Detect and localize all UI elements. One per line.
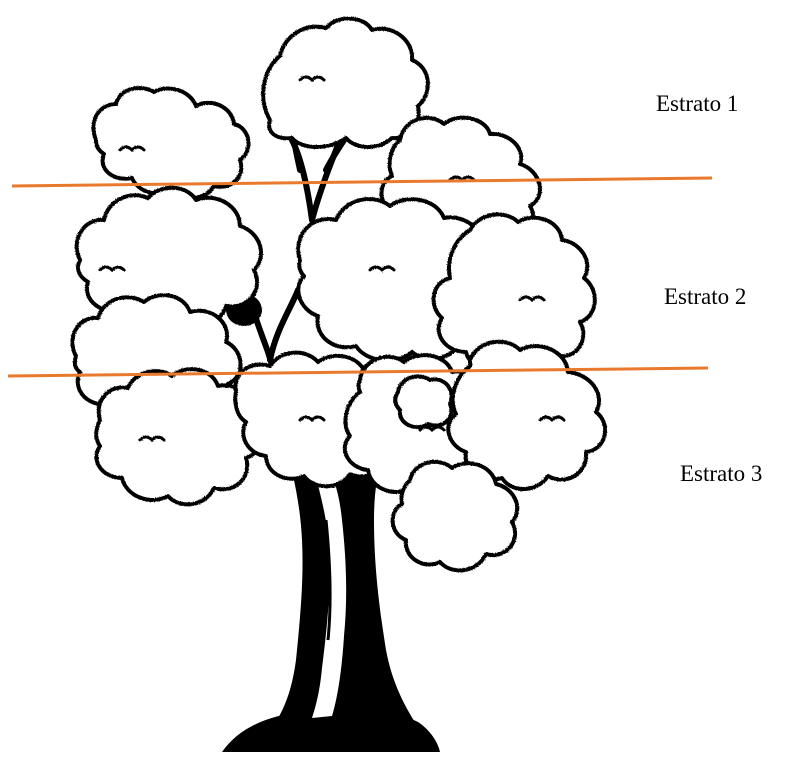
trunk-bark-highlight — [312, 470, 347, 718]
canopy — [70, 16, 607, 573]
trunk-bark-line — [312, 519, 332, 691]
stratum-label-1: Estrato 1 — [656, 91, 739, 116]
stratum-label-3: Estrato 3 — [680, 461, 763, 486]
ground-shadow — [222, 705, 440, 752]
stratum-label-2: Estrato 2 — [664, 284, 747, 309]
stratum-divider-upper — [11, 176, 713, 188]
stratum-divider-lower — [7, 366, 709, 378]
